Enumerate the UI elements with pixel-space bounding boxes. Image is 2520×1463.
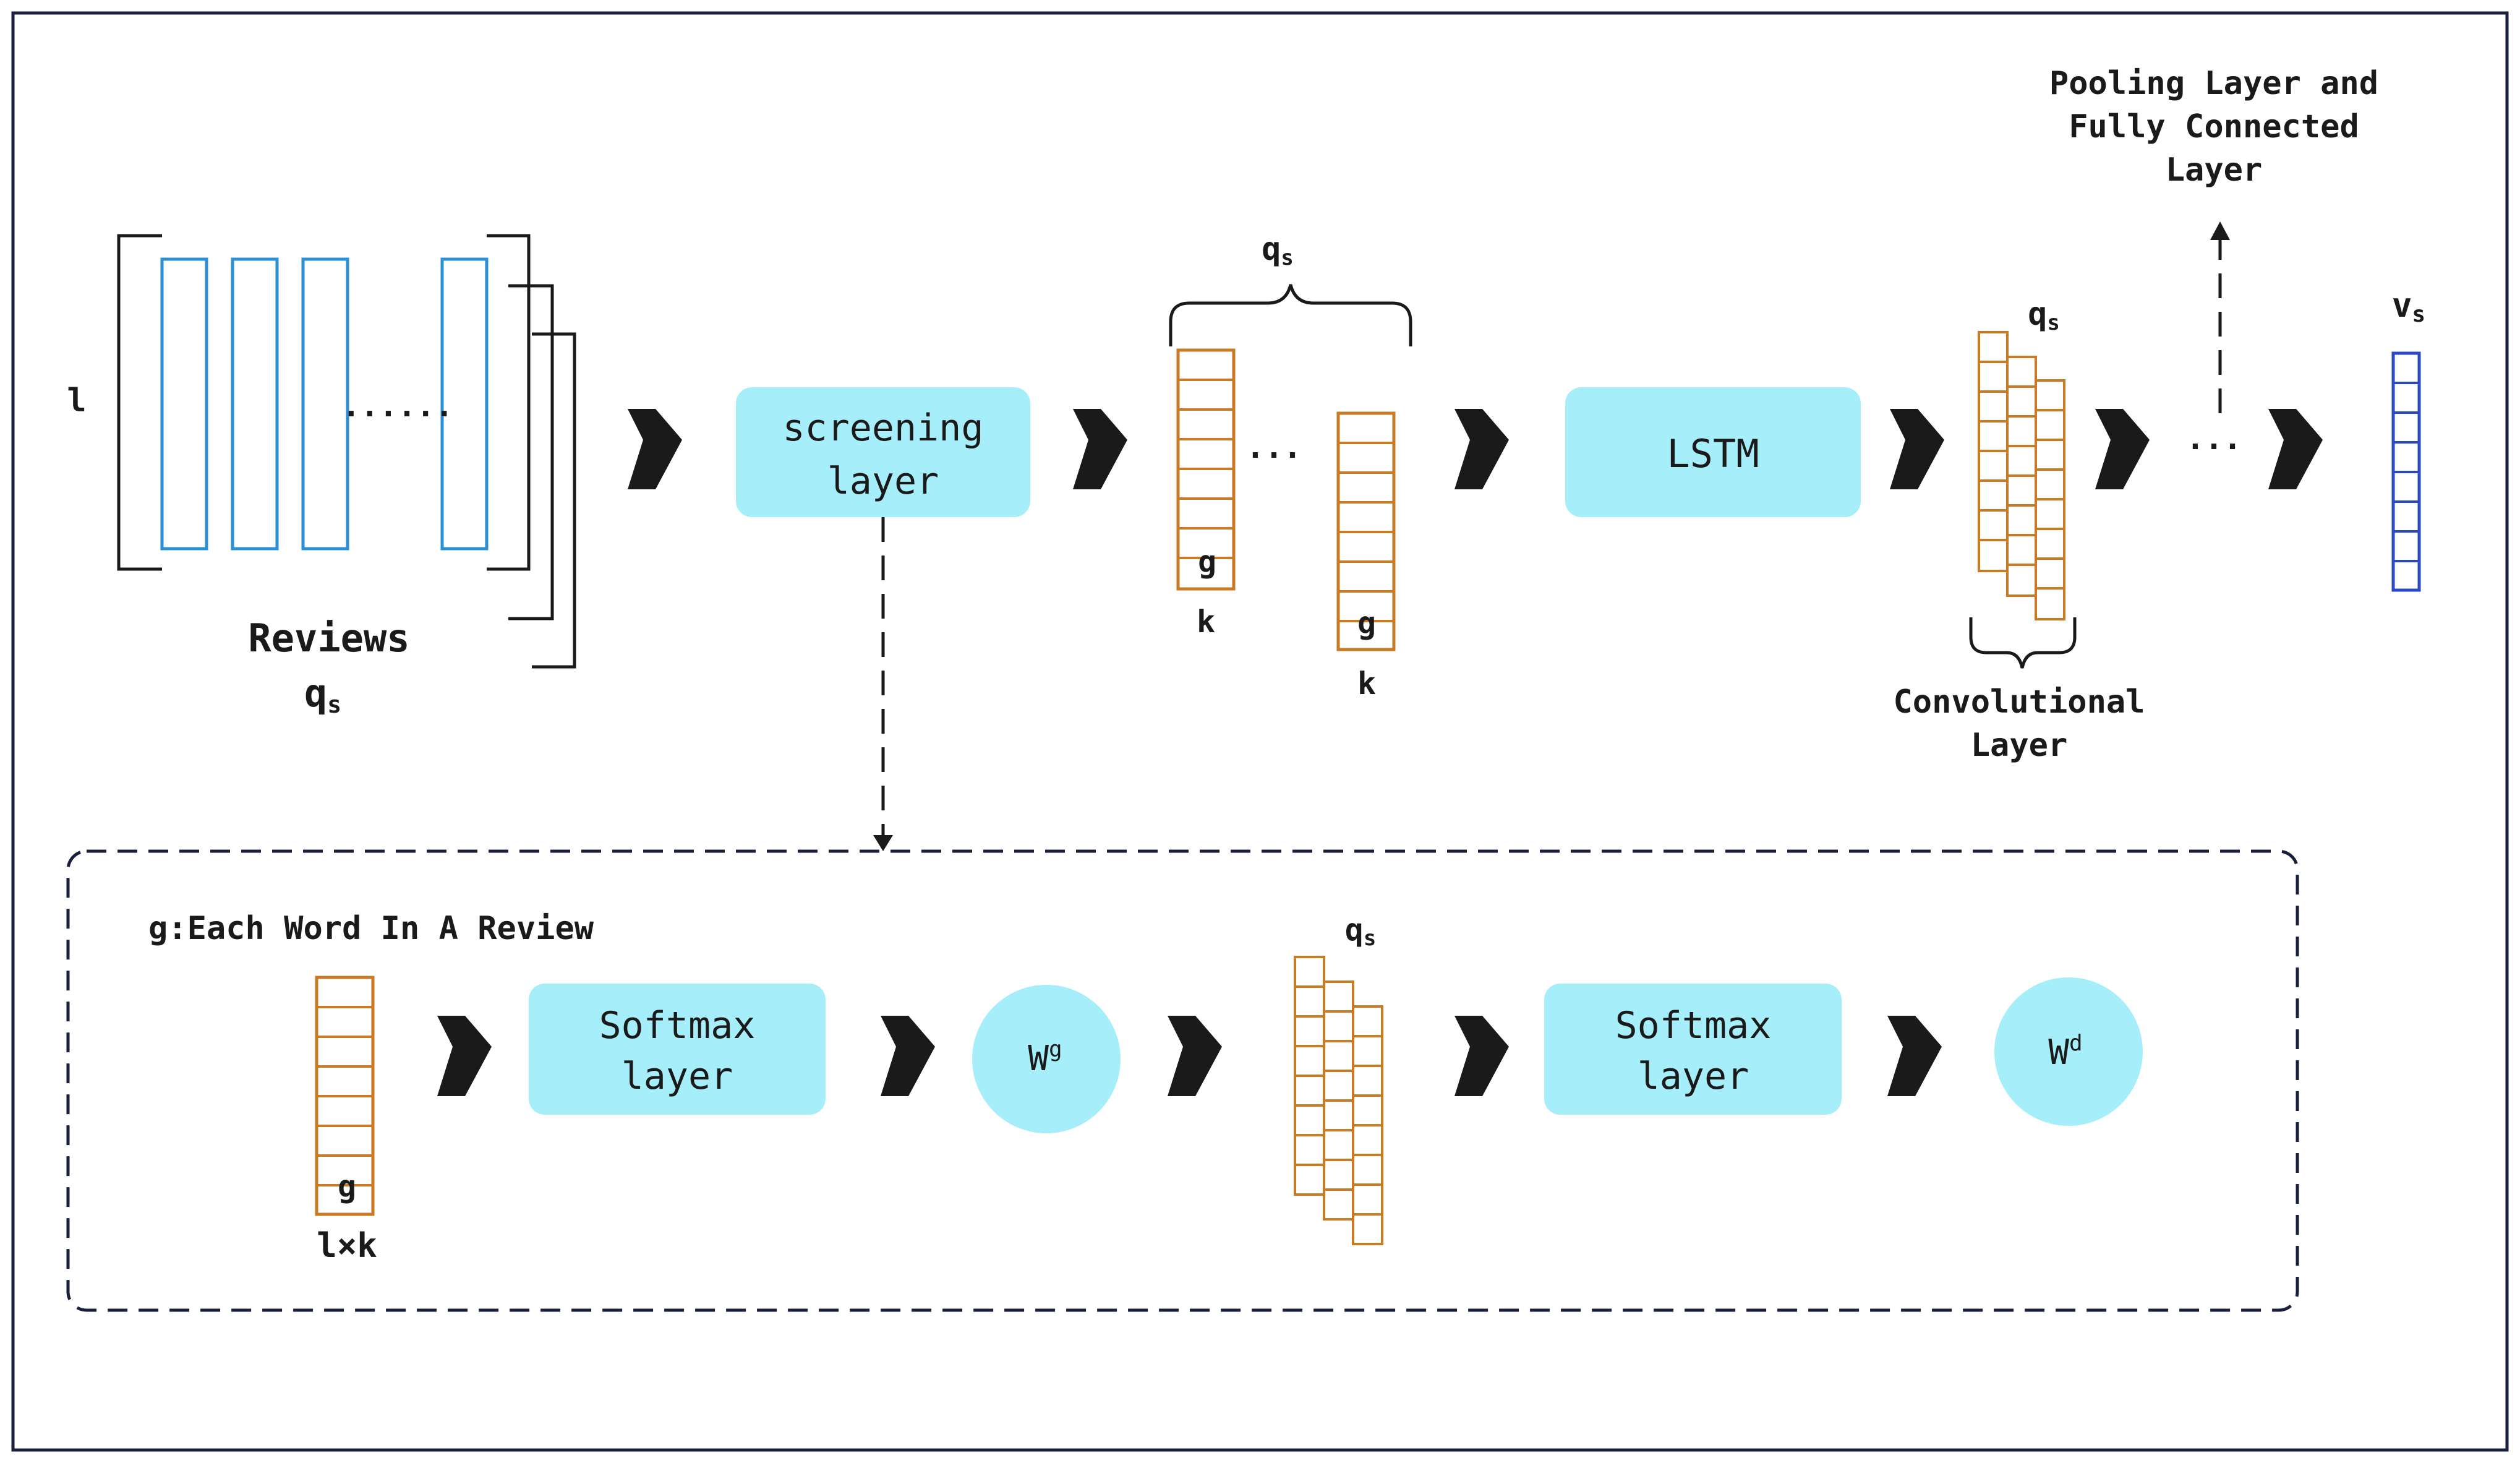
- flow-arrow: [1168, 1016, 1222, 1096]
- detail-lk-label: l×k: [317, 1226, 377, 1265]
- conv-brace: [1969, 617, 2077, 669]
- screening-line1: screening: [782, 406, 983, 450]
- output-vector-vs: [2391, 351, 2421, 592]
- pooling-line1: Pooling Layer and: [2049, 65, 2378, 102]
- wg-superscript: g: [1049, 1037, 1062, 1062]
- vector2-k-label: k: [1357, 666, 1376, 701]
- conv-vector-stack: [1978, 331, 2065, 620]
- flow-arrow: [881, 1016, 935, 1096]
- detail-word-vector: [315, 976, 375, 1216]
- l-label: l: [67, 382, 86, 419]
- conv-vector: [2006, 356, 2037, 597]
- softmax1-line1: Softmax: [599, 1004, 756, 1047]
- softmax-layer-1-label: Softmax layer: [599, 1004, 756, 1098]
- conv-qs-base: q: [2028, 296, 2047, 333]
- softmax-layer-2-box: [1544, 984, 1842, 1115]
- pooling-ellipsis: ...: [2186, 421, 2242, 457]
- flow-arrow: [1887, 1016, 1942, 1096]
- flow-arrow: [2268, 409, 2323, 489]
- qs-brace-label: qs: [1262, 231, 1294, 270]
- review-column: [231, 257, 279, 551]
- wg-base: W: [1028, 1039, 1049, 1079]
- detail-title: g:Each Word In A Review: [148, 910, 594, 947]
- wd-superscript: d: [2069, 1031, 2083, 1056]
- wd-circle: [1994, 977, 2143, 1126]
- reviews-right-bracket-3: [532, 332, 576, 669]
- reviews-right-bracket-1: [487, 234, 531, 571]
- flow-arrow: [628, 409, 682, 489]
- flow-arrow: [2095, 409, 2150, 489]
- wd-label: Wd: [2048, 1031, 2082, 1073]
- screening-detail-arrowhead: [873, 835, 893, 851]
- detail-stack-vector: [1323, 980, 1354, 1221]
- vs-label: vs: [2392, 286, 2425, 327]
- conv-line1: Convolutional: [1894, 684, 2145, 721]
- softmax2-line2: layer: [1638, 1055, 1749, 1098]
- softmax2-line1: Softmax: [1615, 1004, 1772, 1047]
- reviews-left-bracket: [117, 234, 162, 571]
- detail-g-label: g: [338, 1169, 356, 1204]
- pooling-line3: Layer: [2166, 152, 2263, 189]
- lstm-label: LSTM: [1667, 431, 1759, 476]
- detail-stack-vector: [1352, 1005, 1383, 1245]
- word-vector-2: [1336, 411, 1396, 651]
- softmax1-line2: layer: [621, 1055, 733, 1098]
- vector2-g-label: g: [1357, 605, 1376, 641]
- flow-arrow: [1073, 409, 1127, 489]
- pooling-line2: Fully Connected: [2069, 108, 2359, 145]
- flow-arrow: [1454, 1016, 1509, 1096]
- qs-brace: [1169, 284, 1412, 346]
- detail-qs-label: qs: [1345, 912, 1377, 951]
- softmax-layer-2-label: Softmax layer: [1615, 1004, 1772, 1098]
- reviews-label: Reviews: [248, 616, 409, 661]
- vectors-ellipsis: ...: [1246, 429, 1302, 465]
- conv-qs-label: qs: [2028, 296, 2060, 335]
- conv-line2: Layer: [1971, 727, 2068, 764]
- conv-qs-subscript: s: [2047, 311, 2059, 335]
- vs-subscript: s: [2412, 302, 2425, 327]
- screening-line2: layer: [827, 460, 939, 503]
- wg-label: Wg: [1028, 1037, 1062, 1079]
- conv-vector: [2035, 379, 2065, 620]
- vs-base: v: [2392, 286, 2412, 325]
- vector1-g-label: g: [1198, 544, 1216, 580]
- conv-vector: [1978, 331, 2009, 572]
- wg-circle: [972, 985, 1121, 1133]
- reviews-qs-base: q: [304, 671, 327, 716]
- review-column: [301, 257, 349, 551]
- screening-layer-label: screening layer: [782, 406, 983, 503]
- lstm-box: [1565, 387, 1861, 517]
- flow-arrow: [437, 1016, 492, 1096]
- screening-detail-panel: [66, 849, 2299, 1312]
- pooling-connector-arrowhead: [2210, 221, 2230, 240]
- detail-qs-base: q: [1345, 912, 1364, 948]
- reviews-qs-label: qs: [304, 671, 341, 718]
- review-column: [160, 257, 208, 551]
- screening-layer-box: [736, 387, 1030, 517]
- wd-base: W: [2048, 1032, 2069, 1073]
- review-column: [440, 257, 489, 551]
- outer-frame: [11, 11, 2509, 1452]
- detail-qs-subscript: s: [1364, 926, 1376, 951]
- reviews-ellipsis: ......: [342, 388, 454, 424]
- qs-brace-subscript: s: [1281, 246, 1293, 270]
- detail-vector-stack: [1294, 956, 1383, 1245]
- detail-stack-vector: [1294, 956, 1325, 1196]
- qs-brace-base: q: [1262, 231, 1281, 268]
- vector1-k-label: k: [1197, 604, 1215, 640]
- word-vector-1: [1176, 348, 1236, 591]
- reviews-right-bracket-2: [508, 284, 554, 620]
- softmax-layer-1-box: [529, 984, 826, 1115]
- reviews-qs-subscript: s: [327, 691, 341, 718]
- flow-arrow: [1890, 409, 1944, 489]
- flow-arrow: [1454, 409, 1509, 489]
